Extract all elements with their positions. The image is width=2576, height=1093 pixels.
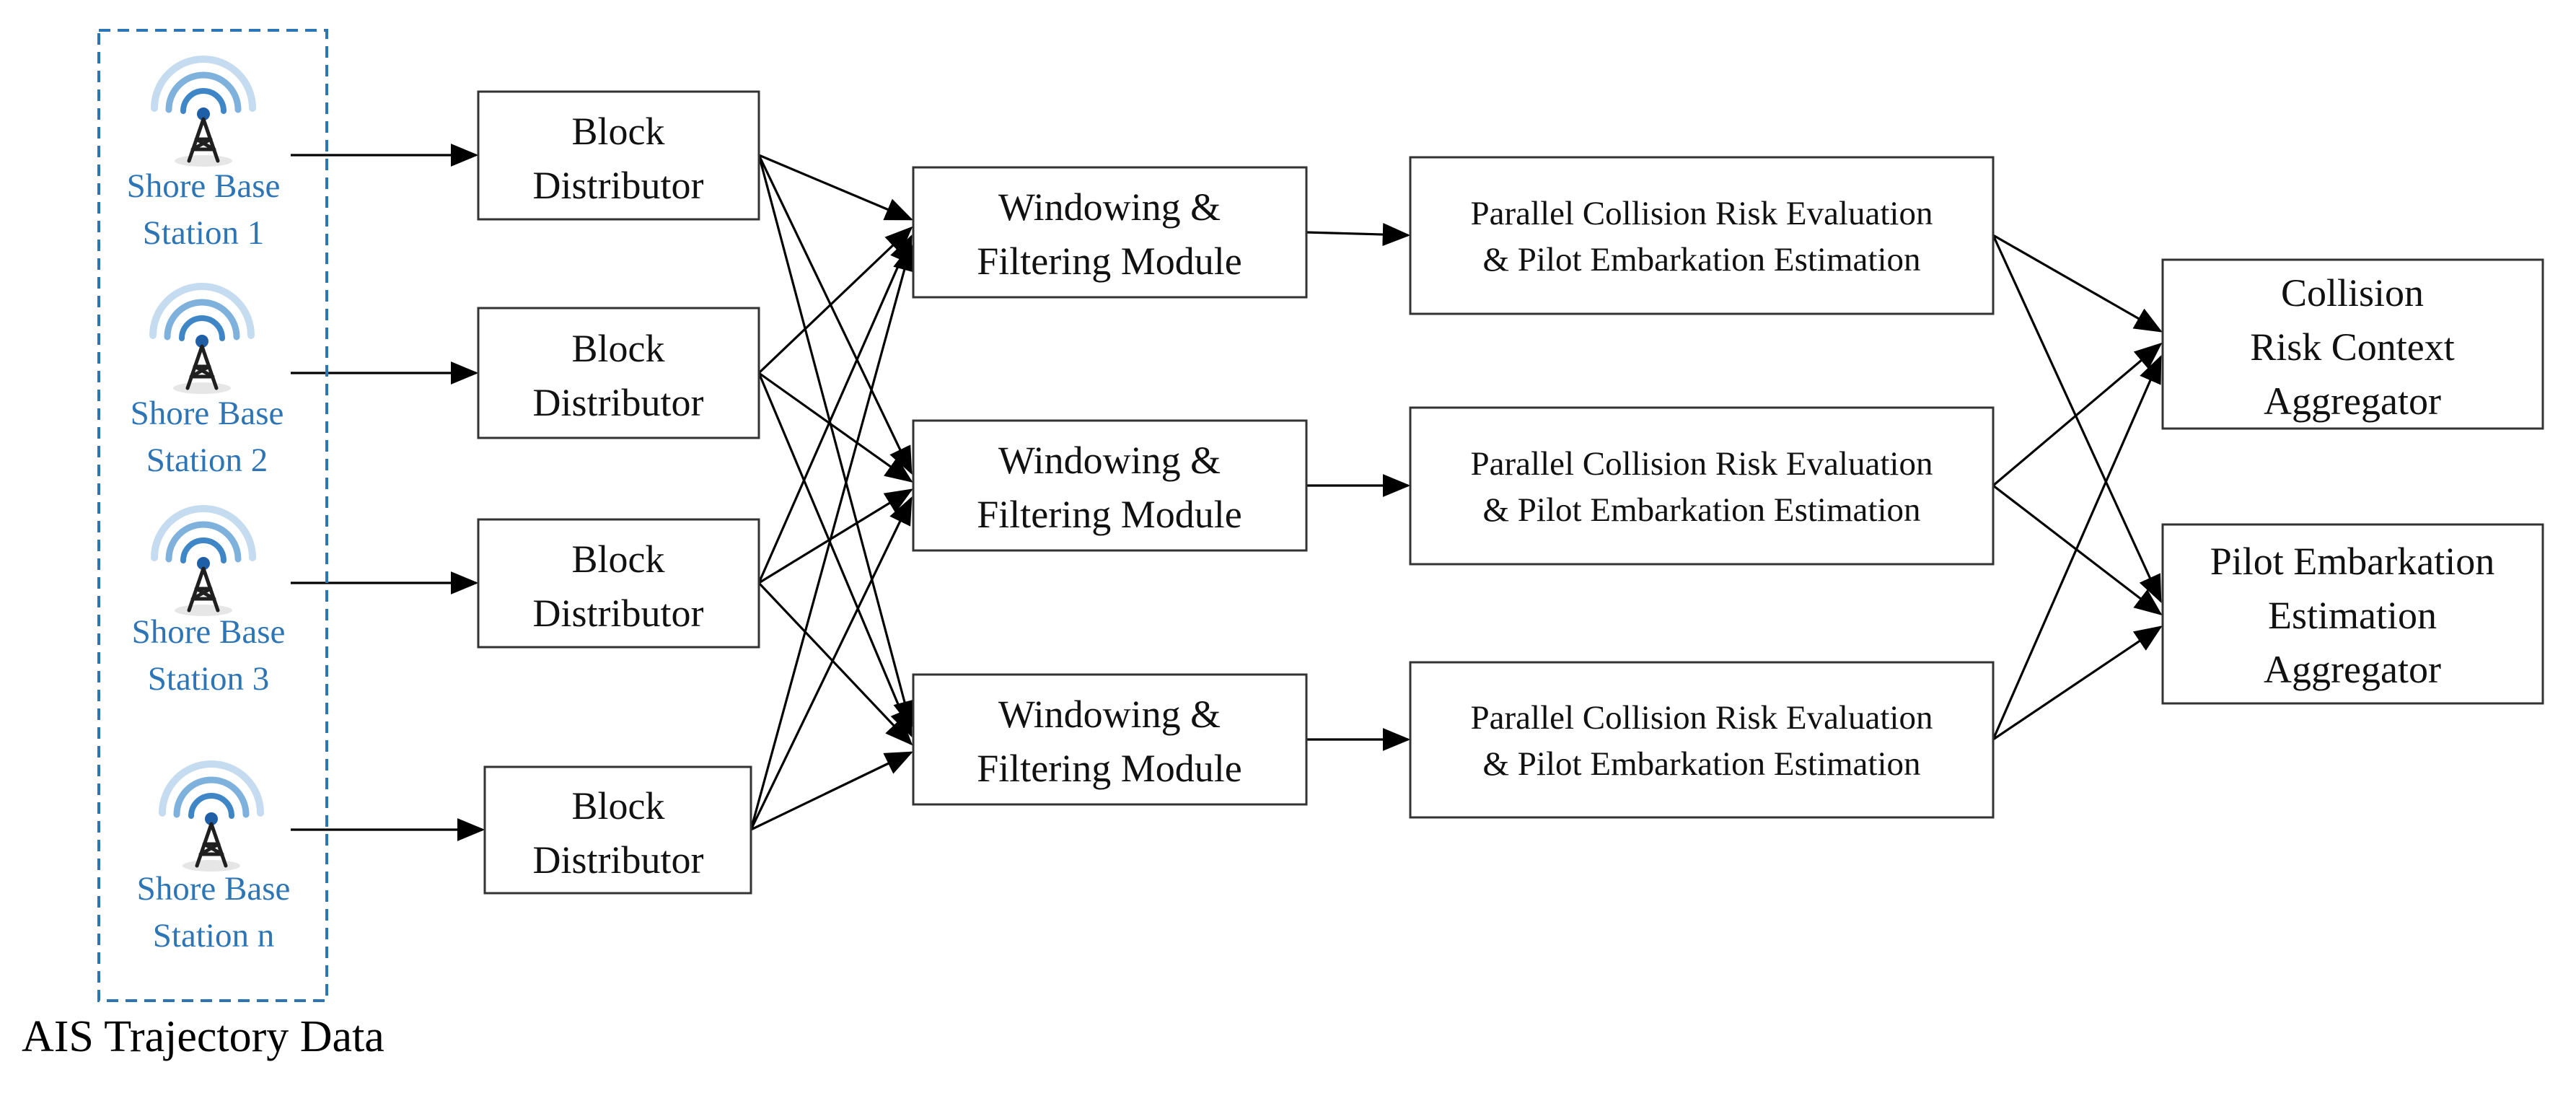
station-group-border [97,29,328,1002]
distributor-to-windowing-arrow [757,154,913,475]
distributor-label-line2: Distributor [533,592,704,635]
aggregator-label-line3: Aggregator [2264,648,2441,691]
windowing-to-evaluation-arrow [1306,223,1411,246]
station-2: Shore Base Station 2 [131,283,284,479]
distributor-to-windowing-arrow [757,226,913,374]
distributor-label-line2: Distributor [533,838,704,882]
windowing-module-1: Windowing & Filtering Module [912,166,1308,299]
evaluation-to-aggregator-arrow [1992,234,2163,333]
distributor-label-line1: Block [572,110,665,153]
evaluation-to-aggregator-arrow [1992,625,2163,741]
windowing-label-line2: Filtering Module [977,747,1241,790]
antenna-tower-icon [151,56,256,167]
windowing-label-line1: Windowing & [998,439,1221,482]
evaluation-label-line1: Parallel Collision Risk Evaluation [1471,195,1933,232]
evaluation-to-aggregator-arrow [1992,342,2163,487]
evaluation-module-3: Parallel Collision Risk Evaluation & Pil… [1409,661,1995,819]
distributor-to-windowing-arrow [757,372,913,737]
aggregator-label-line3: Aggregator [2264,379,2441,423]
distributor-label-line2: Distributor [533,164,704,207]
aggregator-label-line2: Estimation [2268,594,2437,637]
block-distributor-3: Block Distributor [477,518,760,649]
evaluation-module-1: Parallel Collision Risk Evaluation & Pil… [1409,156,1995,315]
distributor-label-line1: Block [572,327,665,370]
evaluation-label-line2: & Pilot Embarkation Estimation [1482,241,1920,278]
distributor-to-windowing-arrow [749,496,913,830]
station-label-line1: Shore Base [131,395,284,432]
connection-arrows [291,144,2163,841]
distributor-label-line1: Block [572,537,665,581]
antenna-tower-icon [159,760,264,872]
station-label-line2: Station 1 [143,214,264,252]
station-n: Shore Base Station n [137,760,291,954]
station-1: Shore Base Station 1 [127,56,281,252]
station-label-line1: Shore Base [132,613,286,651]
evaluation-label-line2: & Pilot Embarkation Estimation [1482,745,1920,783]
collision-risk-aggregator: Collision Risk Context Aggregator [2161,258,2544,430]
group-caption: AIS Trajectory Data [22,1012,384,1061]
block-distributor-1: Block Distributor [477,90,760,221]
distributor-to-windowing-arrow [757,581,913,746]
aggregator-label-line2: Risk Context [2250,325,2455,369]
distributor-label-line2: Distributor [533,381,704,424]
windowing-label-line1: Windowing & [998,693,1221,736]
distributor-to-windowing-arrow [757,154,916,729]
evaluation-label-line2: & Pilot Embarkation Estimation [1482,491,1920,529]
pilot-embarkation-aggregator: Pilot Embarkation Estimation Aggregator [2161,523,2544,705]
windowing-module-3: Windowing & Filtering Module [912,673,1308,806]
station-label-line2: Station n [153,917,274,954]
block-distributor-2: Block Distributor [477,307,760,439]
windowing-label-line2: Filtering Module [977,240,1241,283]
evaluation-to-aggregator-arrow [1992,234,2162,603]
distributor-to-windowing-arrow [750,751,913,831]
station-group: Shore Base Station 1 Shore Base Station … [97,29,328,1002]
distributor-to-windowing-arrow [758,488,913,584]
distributor-to-windowing-arrow [749,242,916,830]
station-3: Shore Base Station 3 [132,505,286,698]
aggregator-label-line1: Collision [2281,271,2424,315]
station-label-line2: Station 3 [148,660,269,698]
station-label-line1: Shore Base [137,870,291,908]
distributor-to-windowing-arrow [757,234,913,584]
windowing-label-line1: Windowing & [998,185,1221,229]
evaluation-to-aggregator-arrow [1992,355,2162,740]
evaluation-module-2: Parallel Collision Risk Evaluation & Pil… [1409,406,1995,566]
station-label-line1: Shore Base [127,167,281,205]
evaluation-label-line1: Parallel Collision Risk Evaluation [1471,445,1933,483]
distributor-to-windowing-arrow [758,154,913,221]
evaluation-label-line1: Parallel Collision Risk Evaluation [1471,699,1933,737]
aggregator-label-line1: Pilot Embarkation [2210,540,2494,583]
antenna-tower-icon [149,283,255,394]
block-distributor-4: Block Distributor [483,765,752,895]
windowing-module-2: Windowing & Filtering Module [912,419,1308,552]
windowing-label-line2: Filtering Module [977,493,1241,536]
distributor-label-line1: Block [572,784,665,828]
station-label-line2: Station 2 [146,442,268,479]
antenna-tower-icon [151,505,256,616]
distributor-to-windowing-arrow [758,372,913,483]
